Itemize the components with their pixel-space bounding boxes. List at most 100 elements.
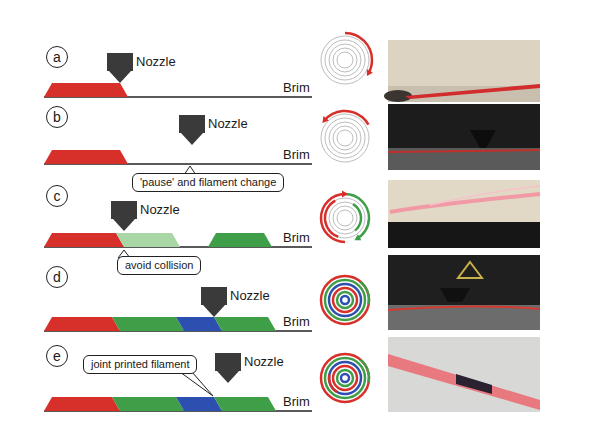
ghost-filament [116, 233, 180, 247]
callout-box: joint printed filament [83, 355, 197, 374]
nozzle-label: Nozzle [244, 354, 284, 369]
photo [388, 337, 540, 412]
brim-label: Brim [283, 147, 310, 162]
red-filament [44, 397, 120, 411]
ring [329, 284, 361, 316]
nozzle-tip [109, 71, 131, 83]
print-arc [321, 194, 369, 242]
step-letter-circle: c [46, 185, 68, 207]
green-filament [112, 317, 184, 331]
photo [388, 40, 540, 102]
step-letter: c [54, 189, 61, 203]
nozzle-label: Nozzle [208, 116, 248, 131]
brim-label: Brim [283, 314, 310, 329]
ring [337, 370, 353, 386]
nozzle-label: Nozzle [140, 202, 180, 217]
step-letter: e [53, 349, 61, 363]
step-letter-circle: b [46, 106, 68, 128]
ring [325, 40, 365, 80]
nozzle-body [107, 53, 133, 71]
nozzle-label: Nozzle [140, 202, 180, 217]
ring [325, 118, 365, 158]
brim-label: Brim [283, 394, 310, 409]
callout-text: 'pause' and filament change [140, 176, 276, 189]
photo-bed [388, 222, 540, 248]
nozzle-label: Nozzle [244, 354, 284, 369]
nozzle-tip [203, 305, 225, 317]
ring [333, 288, 357, 312]
ring [333, 366, 357, 390]
photo-filament [390, 194, 540, 212]
brim-label: Brim [283, 230, 310, 245]
red-filament [44, 317, 120, 331]
print-arc [321, 194, 369, 242]
photo-filament [430, 186, 540, 205]
photo-bed [388, 305, 540, 330]
nozzle-body [201, 287, 227, 305]
ring [341, 296, 349, 304]
green-filament [208, 233, 272, 247]
ring [337, 210, 353, 226]
callout-text: avoid collision [125, 259, 193, 272]
ring [325, 358, 365, 398]
print-arc [319, 192, 370, 243]
nozzle-label: Nozzle [230, 288, 270, 303]
ring [333, 48, 357, 72]
green-filament [214, 317, 276, 331]
nozzle-body [111, 201, 137, 219]
ring [329, 44, 361, 76]
print-arc [323, 356, 367, 400]
nozzle-tip [181, 133, 203, 145]
red-filament [44, 83, 128, 97]
blue-filament [176, 317, 222, 331]
callout-tail [180, 372, 213, 396]
ring [325, 280, 365, 320]
print-arc [307, 100, 383, 176]
nozzle-label: Nozzle [136, 54, 176, 69]
callout-text: joint printed filament [91, 358, 189, 371]
brim-label: Brim [283, 80, 310, 95]
photo-filament [388, 354, 540, 410]
arc-arrowhead [322, 116, 329, 123]
step-letter-circle: e [46, 345, 68, 367]
arc-arrowhead [342, 191, 348, 198]
nozzle-tip [217, 371, 239, 383]
photo-nozzle [470, 130, 496, 148]
ring [321, 114, 369, 162]
photo-filament [388, 150, 540, 152]
ring [321, 36, 369, 84]
print-arc [318, 33, 372, 87]
nozzle-body [215, 353, 241, 371]
nozzle-tip [113, 219, 135, 231]
print-arc [311, 344, 379, 412]
photo [388, 104, 540, 170]
ring [333, 126, 357, 150]
photo-nozzle [440, 288, 470, 302]
print-arc [311, 266, 379, 334]
ring [337, 52, 353, 68]
step-letter: d [53, 270, 61, 284]
arc-arrowhead [367, 69, 373, 76]
photo [388, 180, 540, 248]
green-filament [112, 397, 184, 411]
step-letter: b [53, 110, 61, 124]
nozzle-label: Nozzle [136, 54, 176, 69]
ring [337, 130, 353, 146]
photo-logo [458, 262, 482, 278]
nozzle-label: Nozzle [230, 288, 270, 303]
red-filament [44, 233, 124, 247]
photo [388, 255, 540, 330]
callout-box: 'pause' and filament change [132, 173, 284, 192]
ring [341, 374, 349, 382]
photo-filament [388, 306, 540, 310]
brim-label: Brim [283, 394, 310, 409]
arc-arrowhead [354, 234, 361, 240]
photo-joint [456, 374, 492, 394]
red-filament [44, 150, 128, 164]
step-letter-circle: a [46, 46, 68, 68]
step-letter: a [53, 50, 61, 64]
brim-label: Brim [283, 147, 310, 162]
green-filament [214, 397, 276, 411]
print-arc [323, 196, 367, 240]
